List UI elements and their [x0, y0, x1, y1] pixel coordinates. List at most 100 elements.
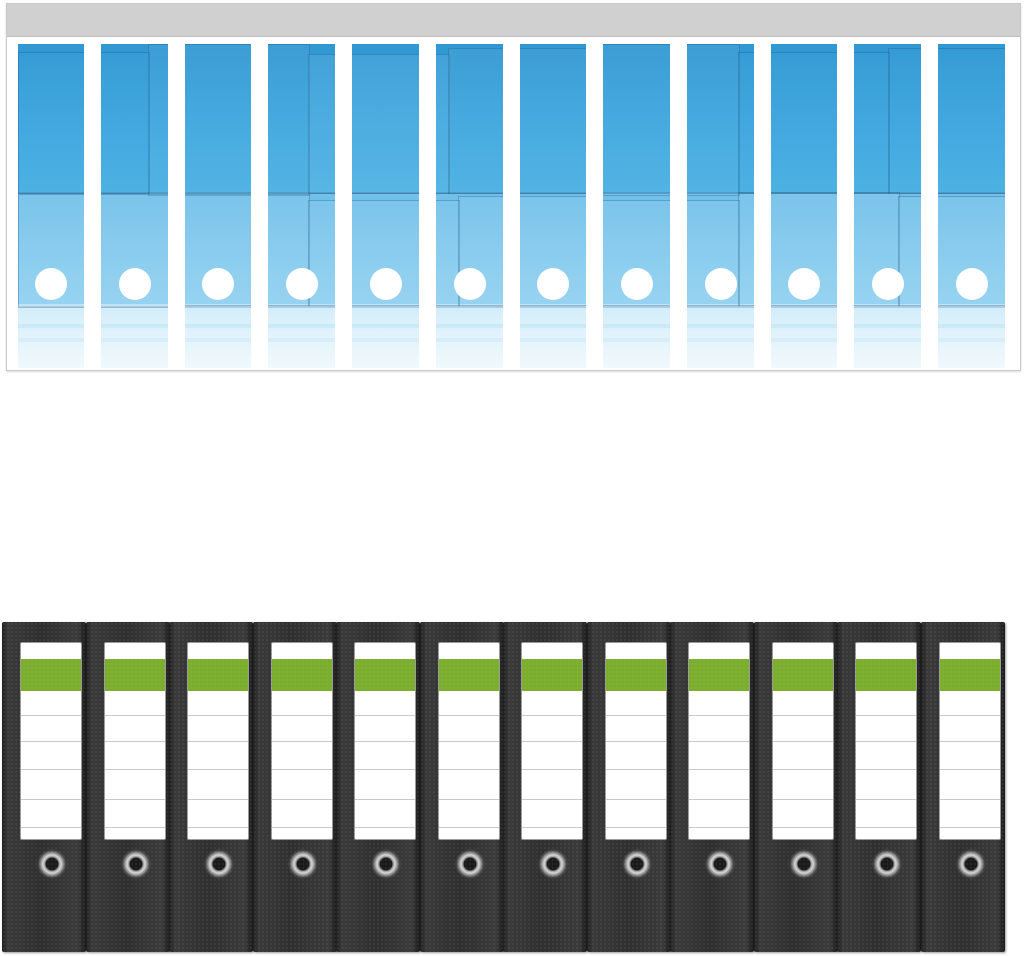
spine-separator	[84, 44, 101, 370]
ring-finger-hole-icon	[706, 850, 734, 878]
finger-hole-cutout	[35, 268, 67, 300]
label-line	[438, 715, 499, 716]
ring-binder	[336, 622, 420, 952]
label-line	[271, 799, 332, 800]
spine-separator	[753, 44, 771, 370]
spine-label-window	[855, 642, 917, 840]
label-line	[522, 715, 582, 716]
label-line	[438, 799, 499, 800]
ring-binder	[837, 622, 921, 952]
label-line	[21, 715, 81, 716]
label-line	[856, 715, 916, 716]
label-line	[188, 769, 248, 770]
label-line	[355, 741, 415, 742]
ring-binder	[85, 622, 170, 952]
label-line	[355, 769, 415, 770]
green-label-band	[188, 659, 248, 691]
green-label-band	[856, 659, 916, 691]
label-line	[772, 715, 833, 716]
label-line	[104, 799, 165, 800]
green-label-band	[271, 659, 332, 691]
ring-binder	[169, 622, 253, 952]
label-line	[689, 827, 749, 828]
finger-hole-cutout	[202, 268, 235, 300]
label-line	[271, 741, 332, 742]
sheet-header-strip	[7, 4, 1020, 37]
label-line	[522, 769, 582, 770]
spine-label-window	[604, 642, 667, 840]
finger-hole-cutout	[537, 268, 570, 300]
spine-separator	[167, 44, 185, 370]
green-label-band	[522, 659, 582, 691]
ring-finger-hole-icon	[288, 850, 317, 878]
label-line	[104, 741, 165, 742]
label-line	[772, 827, 833, 828]
label-line	[438, 769, 499, 770]
label-line	[939, 799, 1000, 800]
spine-label-window	[20, 642, 82, 840]
label-line	[689, 769, 749, 770]
spine-separator	[502, 44, 520, 370]
label-line	[856, 827, 916, 828]
label-line	[522, 827, 582, 828]
finger-hole-cutout	[704, 268, 737, 300]
spine-separator	[921, 44, 938, 370]
ring-finger-hole-icon	[873, 850, 901, 878]
finger-hole-cutout	[620, 268, 653, 300]
label-line	[438, 741, 499, 742]
label-line	[939, 827, 1000, 828]
cube-face	[888, 48, 1005, 194]
green-label-band	[104, 659, 165, 691]
label-line	[104, 715, 165, 716]
label-sticker-sheet	[6, 3, 1021, 371]
green-label-band	[21, 659, 81, 691]
label-line	[355, 715, 415, 716]
spine-label-window	[688, 642, 750, 840]
label-line	[188, 715, 248, 716]
label-line	[188, 799, 248, 800]
binder-row	[0, 622, 1024, 956]
spine-label-window	[437, 642, 500, 840]
label-line	[856, 769, 916, 770]
spine-separator	[669, 44, 687, 370]
label-line	[689, 799, 749, 800]
label-line	[104, 769, 165, 770]
finger-hole-cutout	[118, 268, 151, 300]
label-line	[271, 827, 332, 828]
label-line	[355, 827, 415, 828]
label-line	[271, 715, 332, 716]
label-line	[438, 827, 499, 828]
label-line	[104, 827, 165, 828]
finger-hole-cutout	[788, 268, 821, 300]
label-line	[522, 741, 582, 742]
label-line	[21, 827, 81, 828]
spine-separator	[837, 44, 855, 370]
ring-binder	[920, 622, 1005, 952]
label-line	[605, 799, 666, 800]
label-line	[355, 799, 415, 800]
green-label-band	[438, 659, 499, 691]
ring-finger-hole-icon	[372, 850, 400, 878]
ring-finger-hole-icon	[539, 850, 567, 878]
spine-separator	[586, 44, 604, 370]
finger-hole-cutout	[453, 268, 486, 300]
ring-binder	[503, 622, 587, 952]
ring-finger-hole-icon	[622, 850, 651, 878]
label-line	[21, 769, 81, 770]
ring-finger-hole-icon	[205, 850, 233, 878]
label-line	[21, 741, 81, 742]
label-line	[939, 769, 1000, 770]
spine-label-window	[771, 642, 834, 840]
label-line	[772, 741, 833, 742]
label-line	[772, 769, 833, 770]
label-line	[689, 715, 749, 716]
green-label-band	[772, 659, 833, 691]
label-line	[271, 769, 332, 770]
ring-binder	[753, 622, 838, 952]
green-label-band	[689, 659, 749, 691]
finger-hole-cutout	[872, 268, 904, 300]
green-label-band	[355, 659, 415, 691]
label-line	[188, 827, 248, 828]
label-line	[605, 769, 666, 770]
ring-binder	[252, 622, 337, 952]
